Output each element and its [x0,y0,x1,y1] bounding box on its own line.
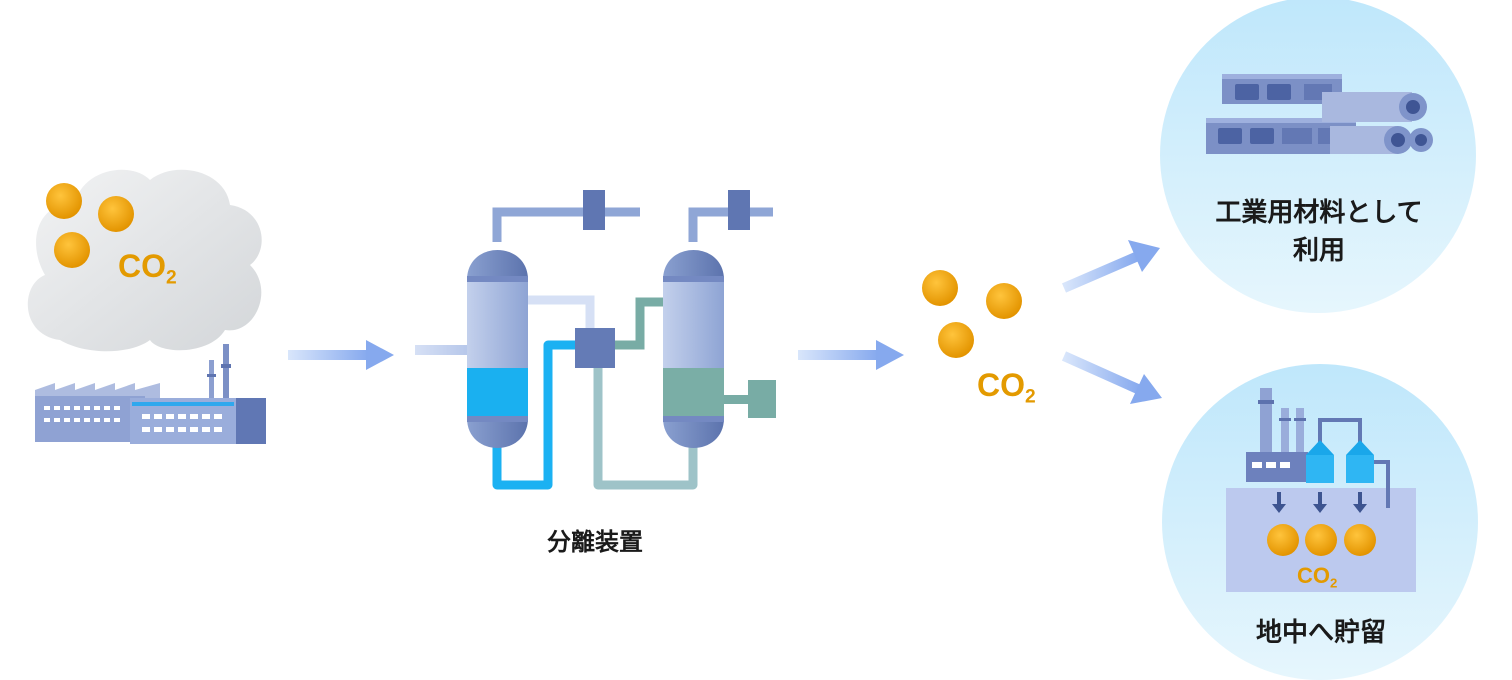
co2-ball [938,322,974,358]
co2-ball [986,283,1022,319]
valve-icon [583,190,605,230]
exchanger-icon [575,328,615,368]
down-arrows [1272,492,1367,513]
storage-circle [1162,364,1478,680]
flow-arrow [798,340,904,370]
separator-label: 分離装置 [547,528,643,556]
co2-ball [922,270,958,306]
emission-cloud [27,169,262,352]
valve-icon [728,190,750,230]
storage-label: 地中へ貯留 [1255,618,1386,648]
co2-ball [46,183,82,219]
flow-arrow-down [1061,351,1162,404]
co2-ball [98,196,134,232]
co2-ball [54,232,90,268]
separation-apparatus [415,190,776,490]
utilization-label-line2: 利用 [1292,236,1345,266]
flow-arrow [288,340,394,370]
captured-co2 [922,270,1022,358]
factory-icon [35,344,266,444]
plant-icon [1246,388,1390,508]
co2-label-cloud: CO2 [118,248,177,289]
co2-ball [1344,524,1376,556]
utilization-label-line1: 工業用材料として [1215,198,1423,228]
co2-ball [1305,524,1337,556]
utilization-circle [1160,0,1476,313]
co2-label-captured: CO2 [977,367,1036,408]
co2-label-storage: CO2 [1297,563,1338,591]
utilization-label: 工業用材料として 利用 [1188,194,1450,270]
co2-ball [1267,524,1299,556]
materials-icon [1206,74,1433,154]
flow-arrow-up [1062,240,1160,293]
